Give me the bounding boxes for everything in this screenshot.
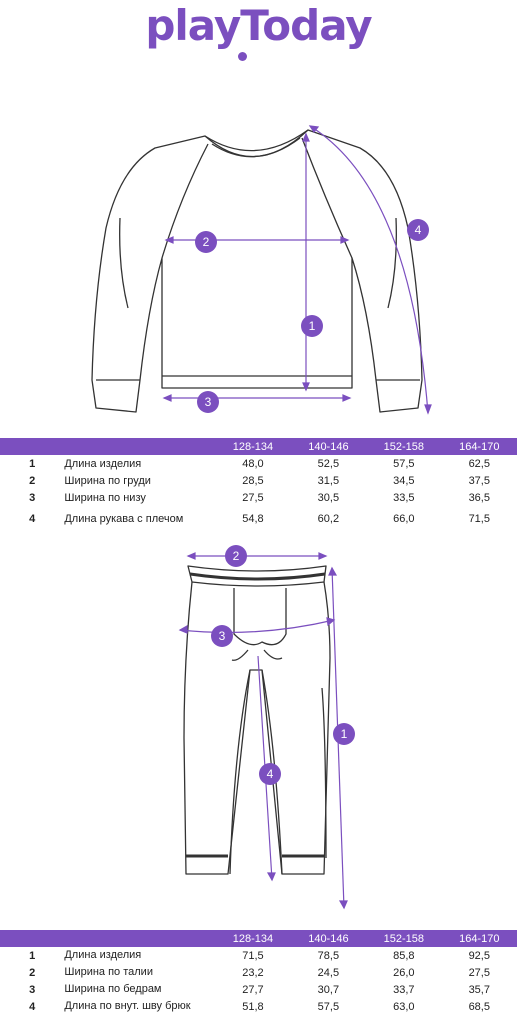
row-label: Длина рукава с плечом	[64, 513, 184, 525]
table-header-row: 128-134 140-146 152-158 164-170	[0, 438, 517, 455]
table-row: 3 Ширина по низу 27,5 30,5 33,5 36,5	[0, 489, 517, 506]
row-value: 27,7	[242, 983, 264, 996]
top-marker-1: 1	[309, 319, 316, 333]
bottom-marker-3: 3	[219, 629, 226, 643]
row-value: 27,5	[242, 491, 264, 504]
bottom-marker-2: 2	[233, 549, 240, 563]
row-number: 3	[29, 983, 36, 996]
row-value: 54,8	[242, 513, 264, 525]
bottom-marker-group: 1 2 3 4	[211, 545, 355, 785]
logo-dot	[238, 52, 247, 61]
row-value: 92,5	[468, 949, 490, 962]
table-header: 152-158	[366, 930, 442, 947]
size-table-bottom: 128-134 140-146 152-158 164-170 1 Длина …	[0, 930, 517, 1015]
row-value: 78,5	[317, 949, 340, 962]
row-label: Ширина по низу	[64, 491, 146, 504]
table-header-row: 128-134 140-146 152-158 164-170	[0, 930, 517, 947]
table-row: 4 Длина по внут. шву брюк 51,8 57,5 63,0…	[0, 998, 517, 1015]
table-row: 2 Ширина по талии 23,2 24,5 26,0 27,5	[0, 964, 517, 981]
row-label: Длина изделия	[64, 457, 142, 470]
top-marker-3: 3	[205, 395, 212, 409]
row-value: 24,5	[317, 966, 340, 979]
row-value: 57,5	[317, 1000, 340, 1013]
table-header	[64, 438, 216, 455]
table-header: 164-170	[441, 438, 517, 455]
top-marker-4: 4	[415, 223, 422, 237]
row-number: 3	[29, 491, 36, 504]
bottom-marker-1: 1	[341, 727, 348, 741]
table-row: 4 Длина рукава с плечом 54,8 60,2 66,0 7…	[0, 506, 517, 532]
row-value: 68,5	[468, 1000, 490, 1013]
row-number: 1	[29, 457, 36, 470]
row-value: 48,0	[242, 457, 264, 470]
table-row: 1 Длина изделия 48,0 52,5 57,5 62,5	[0, 455, 517, 472]
top-marker-group: 1 2 3 4	[195, 219, 429, 413]
trousers-diagram: 1 2 3 4	[178, 545, 355, 910]
row-label: Длина изделия	[64, 949, 142, 961]
bottom-marker-4: 4	[267, 767, 274, 781]
table-header	[0, 930, 65, 947]
table-header: 140-146	[290, 438, 367, 455]
row-label: Длина по внут. шву брюк	[64, 1000, 191, 1012]
sweatshirt-diagram: 1 2 3 4	[91, 125, 432, 415]
row-number: 4	[29, 1000, 36, 1013]
table-row: 3 Ширина по бедрам 27,7 30,7 33,7 35,7	[0, 981, 517, 998]
row-number: 4	[29, 513, 36, 525]
table-header: 140-146	[290, 930, 367, 947]
row-value: 33,7	[393, 983, 415, 996]
row-value: 33,5	[393, 491, 415, 504]
row-number: 1	[29, 949, 36, 962]
row-value: 57,5	[393, 457, 415, 470]
row-value: 62,5	[468, 457, 490, 470]
row-value: 66,0	[393, 513, 415, 525]
table-header: 128-134	[215, 438, 291, 455]
row-value: 30,7	[317, 983, 340, 996]
row-value: 37,5	[468, 474, 490, 487]
table-header	[64, 930, 216, 947]
row-label: Ширина по груди	[64, 474, 151, 487]
table-row: 1 Длина изделия 71,5 78,5 85,8 92,5	[0, 947, 517, 964]
row-value: 71,5	[468, 513, 490, 525]
table-header: 152-158	[366, 438, 442, 455]
row-value: 71,5	[242, 949, 264, 962]
table-header: 164-170	[441, 930, 517, 947]
row-value: 31,5	[317, 474, 340, 487]
row-value: 63,0	[393, 1000, 415, 1013]
table-row: 2 Ширина по груди 28,5 31,5 34,5 37,5	[0, 472, 517, 489]
top-marker-2: 2	[203, 235, 210, 249]
row-value: 23,2	[242, 966, 264, 979]
row-value: 26,0	[393, 966, 415, 979]
row-value: 30,5	[317, 491, 340, 504]
brand-logo: playToday	[145, 1, 372, 50]
row-value: 36,5	[468, 491, 490, 504]
table-header	[0, 438, 65, 455]
row-value: 85,8	[393, 949, 415, 962]
row-number: 2	[29, 966, 36, 979]
row-value: 34,5	[393, 474, 415, 487]
row-value: 52,5	[317, 457, 340, 470]
row-value: 51,8	[242, 1000, 264, 1013]
row-value: 60,2	[317, 513, 340, 525]
row-label: Ширина по бедрам	[64, 983, 162, 995]
row-value: 28,5	[242, 474, 264, 487]
row-label: Ширина по талии	[64, 966, 153, 978]
row-value: 35,7	[468, 983, 490, 996]
row-value: 27,5	[468, 966, 490, 979]
table-header: 128-134	[215, 930, 291, 947]
size-table-top: 128-134 140-146 152-158 164-170 1 Длина …	[0, 438, 517, 532]
row-number: 2	[29, 474, 36, 487]
